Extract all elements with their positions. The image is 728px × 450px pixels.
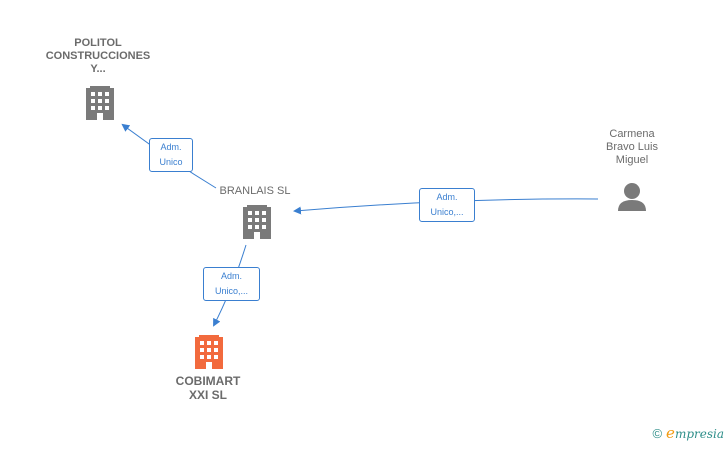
politol-label[interactable]: POLITOL CONSTRUCCIONES Y... (45, 37, 151, 75)
edge-label-politol-branlais[interactable]: Adm. Unico (149, 138, 193, 172)
edge-label-branlais-cobimart[interactable]: Adm. Unico,... (203, 267, 260, 301)
brand-rest: mpresia (674, 427, 724, 441)
carmena-label[interactable]: Carmena Bravo Luis Miguel (606, 128, 658, 166)
branlais-building-icon[interactable] (243, 205, 271, 239)
branlais-label[interactable]: BRANLAIS SL (219, 185, 291, 197)
cobimart-label[interactable]: COBIMART XXI SL (175, 374, 241, 402)
empresia-logo[interactable]: empresia (666, 424, 724, 442)
copyright-symbol: © (652, 425, 663, 441)
carmena-person-icon[interactable] (618, 183, 646, 211)
politol-building-icon[interactable] (86, 86, 114, 120)
cobimart-building-icon[interactable] (195, 335, 223, 369)
edge-label-carmena-branlais[interactable]: Adm. Unico,... (419, 188, 475, 222)
brand-initial: e (666, 424, 675, 442)
footer-brand: © empresia (652, 424, 724, 442)
